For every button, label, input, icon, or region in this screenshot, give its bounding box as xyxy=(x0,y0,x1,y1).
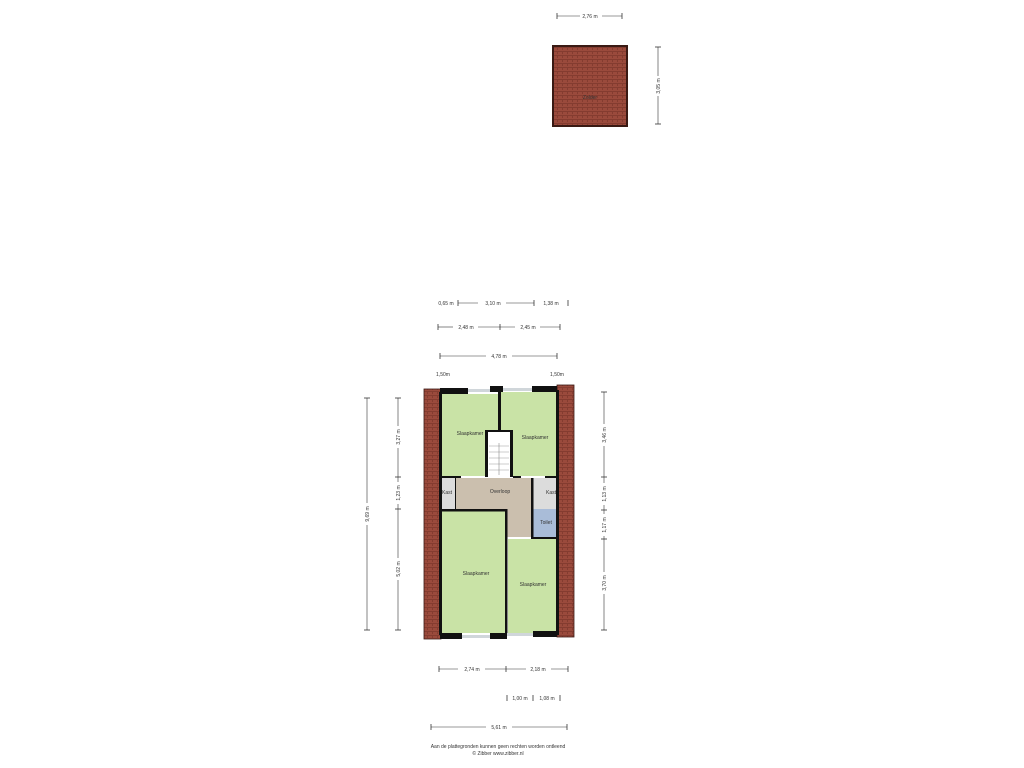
attic-room xyxy=(552,45,628,127)
top-dim-3: 4,78 m xyxy=(491,354,506,360)
top-dim-1b: 3,10 m xyxy=(485,301,500,307)
attic-height-dim: 3,05 m xyxy=(656,78,662,93)
bedroom-bottom-right-label: Slaapkamer xyxy=(520,582,547,588)
bottom-dim-2a: 1,00 m xyxy=(512,696,527,702)
right-dimensions: 3,46 m 1,13 m 1,17 m 3,70 m xyxy=(600,391,608,631)
top-dim-2b: 2,45 m xyxy=(520,325,535,331)
window-width-right: 1,50m xyxy=(550,372,564,378)
window-width-left: 1,50m xyxy=(436,372,450,378)
bedroom-top-left-label: Slaapkamer xyxy=(457,431,484,437)
main-floor: Slaapkamer Slaapkamer Overloop Kast Kast… xyxy=(423,384,575,640)
footer-disclaimer: Aan de plattegronden kunnen geen rechten… xyxy=(431,744,566,750)
left-dim-upper: 3,27 m xyxy=(396,429,402,444)
left-dimensions: 9,69 m 3,27 m 1,23 m 5,02 m xyxy=(363,397,402,631)
right-dim-middle2: 1,17 m xyxy=(602,517,608,532)
right-dim-middle1: 1,13 m xyxy=(602,486,608,501)
toilet-area xyxy=(533,509,557,537)
top-dim-2a: 2,48 m xyxy=(458,325,473,331)
bedroom-bottom-right-area xyxy=(508,539,557,633)
footer-copyright: © Zibber www.zibber.nl xyxy=(472,750,523,757)
walls xyxy=(439,386,559,639)
bedroom-bottom-left-label: Slaapkamer xyxy=(463,571,490,577)
closet-right-label: Kast xyxy=(546,490,557,496)
left-dim-lower: 5,02 m xyxy=(396,561,402,576)
attic-plan: 2,76 m Zolder 3,05 m xyxy=(552,13,662,127)
landing-lower-area xyxy=(507,509,532,537)
bottom-dim-2b: 1,08 m xyxy=(539,696,554,702)
bedroom-bottom-left-area xyxy=(441,511,505,633)
bottom-dimensions: 2,74 m 2,18 m 1,00 m 1,08 m 5,61 m xyxy=(430,666,569,731)
left-dim-total: 9,69 m xyxy=(365,506,371,521)
roof-slope-left xyxy=(423,388,442,640)
closet-right-area xyxy=(533,478,557,509)
closet-left-area xyxy=(441,478,455,509)
closet-left-label: Kast xyxy=(442,490,453,496)
toilet-label: Toilet xyxy=(540,520,552,526)
landing-area xyxy=(455,478,532,509)
top-dimensions: 0,65 m 3,10 m 1,38 m 2,48 m 2,45 m 4,78 … xyxy=(436,300,569,378)
roof-slope-right xyxy=(556,384,575,638)
bedroom-top-right-label: Slaapkamer xyxy=(522,435,549,441)
top-dim-1a: 0,65 m xyxy=(438,301,453,307)
top-dim-1c: 1,38 m xyxy=(543,301,558,307)
left-dim-middle: 1,23 m xyxy=(396,485,402,500)
bottom-dim-3: 5,61 m xyxy=(491,725,506,731)
bottom-dim-1b: 2,18 m xyxy=(530,667,545,673)
bottom-dim-1a: 2,74 m xyxy=(464,667,479,673)
right-dim-upper: 3,46 m xyxy=(602,427,608,442)
staircase xyxy=(487,432,511,476)
landing-label: Overloop xyxy=(490,489,511,495)
attic-width-dim: 2,76 m xyxy=(582,14,597,20)
attic-room-label: Zolder xyxy=(583,95,598,101)
right-dim-lower: 3,70 m xyxy=(602,575,608,590)
